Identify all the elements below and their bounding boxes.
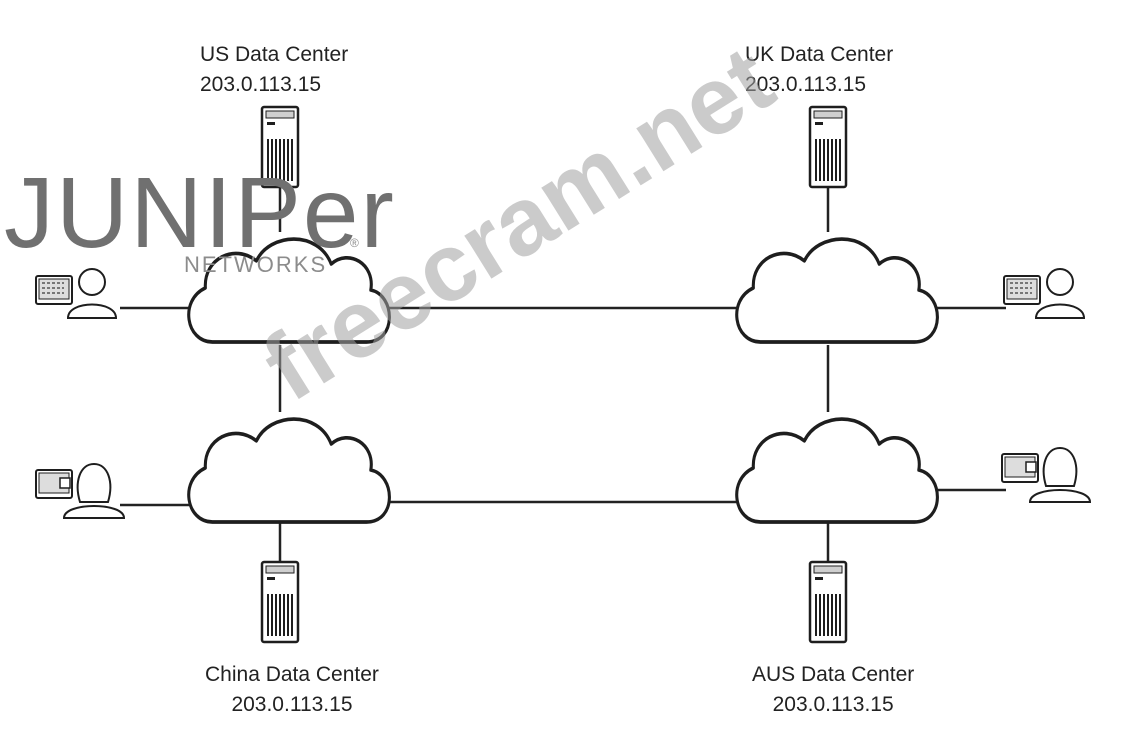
user-china-icon — [35, 463, 125, 519]
juniper-logo: JUNIPer — [4, 157, 396, 269]
uk-datacenter-ip: 203.0.113.15 — [745, 73, 867, 96]
aus-server-icon — [808, 560, 848, 644]
user-uk-icon — [1003, 268, 1085, 319]
user-aus-icon — [1001, 447, 1091, 503]
uk-datacenter-label: UK Data Center 203.0.113.15 — [745, 40, 893, 100]
juniper-logo-networks: NETWORKS — [184, 252, 328, 277]
registered-mark: ® — [350, 236, 359, 250]
aus-datacenter-name: AUS Data Center — [752, 663, 915, 686]
uk-server-icon — [808, 105, 848, 189]
us-datacenter-ip: 203.0.113.15 — [200, 73, 322, 96]
us-datacenter-label: US Data Center 203.0.113.15 — [200, 40, 348, 100]
china-datacenter-name: China Data Center — [205, 663, 379, 686]
uk-datacenter-name: UK Data Center — [745, 43, 894, 66]
uk-cloud-icon — [734, 237, 940, 344]
links — [120, 185, 1006, 562]
aus-datacenter-label: AUS Data Center 203.0.113.15 — [752, 660, 914, 720]
china-datacenter-label: China Data Center 203.0.113.15 — [205, 660, 379, 720]
china-datacenter-ip: 203.0.113.15 — [231, 693, 353, 716]
user-us-icon — [35, 268, 117, 319]
us-datacenter-name: US Data Center — [200, 43, 349, 66]
aus-datacenter-ip: 203.0.113.15 — [772, 693, 894, 716]
aus-cloud-icon — [734, 417, 940, 524]
china-server-icon — [260, 560, 300, 644]
china-cloud-icon — [186, 417, 392, 524]
